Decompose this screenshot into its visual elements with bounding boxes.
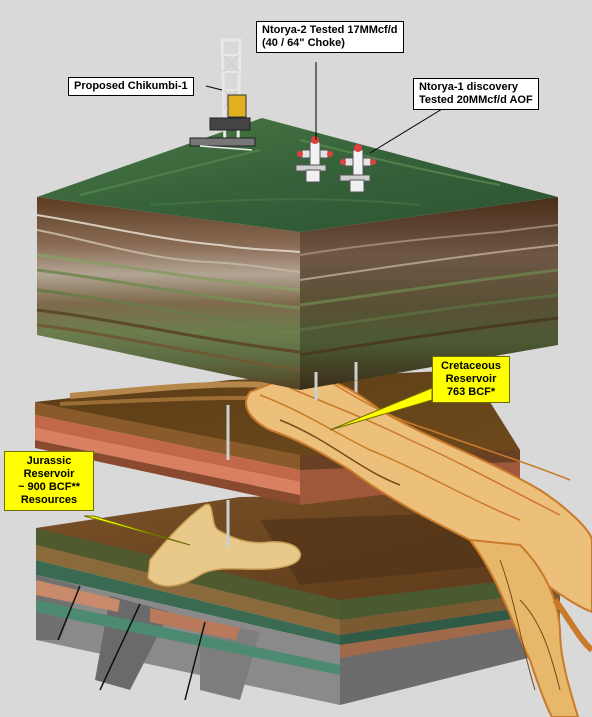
ntorya-1-line-1: Ntorya-1 discovery [419, 81, 519, 93]
ntorya-1-label: Ntorya-1 discovery Tested 20MMcf/d AOF [413, 78, 539, 110]
ntorya-2-line-1: Ntorya-2 Tested 17MMcf/d [262, 24, 398, 36]
callout-leaders [83, 62, 448, 546]
jurassic-reservoir-label: Jurassic Reservoir ~ 900 BCF** Resources [4, 451, 94, 511]
cretaceous-line-1: Cretaceous [441, 360, 501, 372]
wellhead-ntorya-1-icon [339, 144, 376, 193]
cretaceous-line-3: 763 BCF* [446, 386, 496, 398]
upper-block [36, 118, 559, 400]
cretaceous-line-2: Reservoir [445, 373, 497, 385]
jurassic-line-2: Reservoir [23, 468, 75, 480]
cretaceous-reservoir-label: Cretaceous Reservoir 763 BCF* [432, 356, 510, 403]
proposed-well-label: Proposed Chikumbi-1 [68, 77, 194, 96]
jurassic-line-4: Resources [20, 494, 78, 506]
cretaceous-channels [245, 370, 592, 717]
jurassic-line-1: Jurassic [26, 455, 72, 467]
wellhead-ntorya-2-icon [295, 136, 333, 183]
ntorya-2-label: Ntorya-2 Tested 17MMcf/d (40 / 64" Choke… [256, 21, 404, 53]
ntorya-2-line-2: (40 / 64" Choke) [262, 37, 345, 49]
proposed-well-text: Proposed Chikumbi-1 [74, 80, 188, 92]
jurassic-sand-body [147, 503, 302, 587]
drilling-rig-icon [189, 38, 256, 151]
jurassic-line-3: ~ 900 BCF** [17, 481, 81, 493]
ntorya-1-line-2: Tested 20MMcf/d AOF [419, 94, 533, 106]
